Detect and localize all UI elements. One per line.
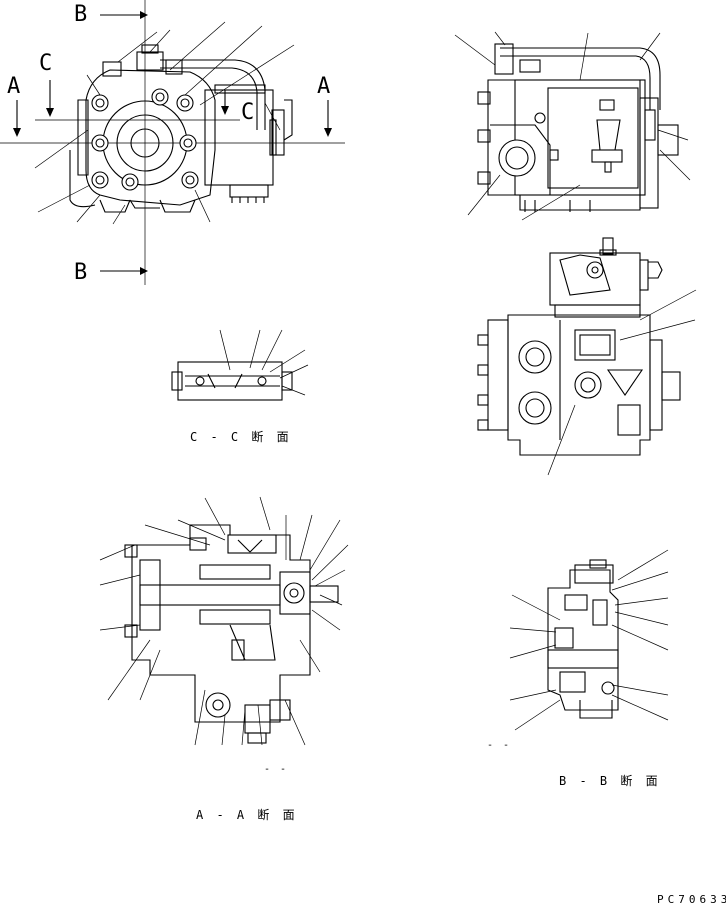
stray-mark-bb: - -: [487, 740, 512, 751]
section-marker-b-bottom: B: [74, 260, 88, 285]
stray-mark-aa: - -: [264, 764, 289, 775]
section-cc: [171, 329, 309, 401]
front-view: [0, 0, 345, 285]
caption-section-bb: B - B 断 面: [559, 774, 661, 788]
section-marker-c-right: C: [241, 100, 255, 125]
caption-section-aa: A - A 断 面: [196, 808, 298, 822]
sheet-code: PC70633: [657, 893, 726, 906]
section-marker-c-left: C: [39, 51, 53, 76]
section-bb: [509, 549, 669, 731]
section-marker-a-right: A: [317, 74, 331, 99]
section-aa: [99, 496, 349, 746]
section-marker-a-left: A: [7, 74, 21, 99]
side-view: [454, 31, 691, 221]
section-marker-b-top: B: [74, 2, 88, 27]
top-view: [477, 237, 697, 476]
caption-section-cc: C - C 断 面: [190, 430, 292, 444]
